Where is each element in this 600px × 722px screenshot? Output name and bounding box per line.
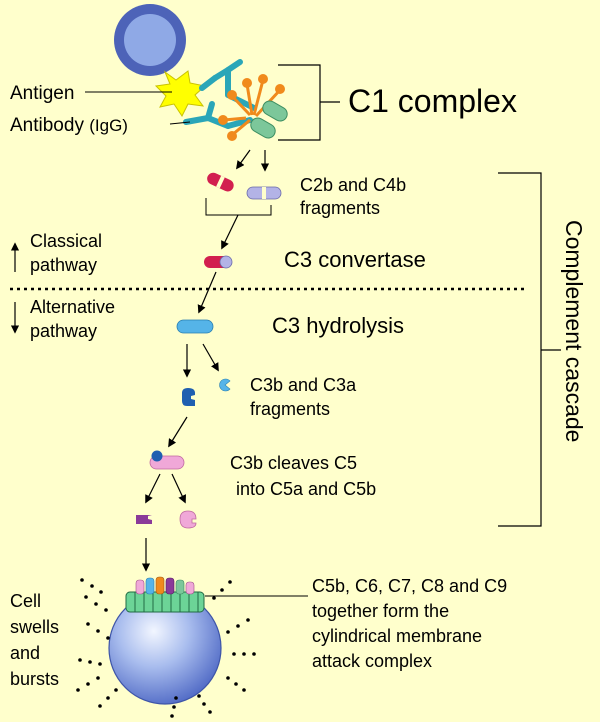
- c3b-cleaves-label-line1: C3b cleaves C5: [230, 453, 357, 473]
- fragments-join-bracket: [205, 198, 272, 216]
- c1-complex-molecule: [218, 74, 288, 141]
- arrow-to-c5a: [145, 473, 161, 504]
- arrow-convertase-to-c3: [197, 271, 217, 314]
- mac-label-line1: C5b, C6, C7, C8 and C9: [312, 576, 507, 596]
- antibody-leader-line: [169, 121, 191, 125]
- antigen-star: [154, 70, 207, 117]
- c5b-fragment: [179, 510, 197, 529]
- c3b-c5-complex: [149, 450, 185, 470]
- classical-pathway-label-line2: pathway: [30, 255, 97, 275]
- c5a-fragment: [136, 515, 152, 524]
- alternative-pathway-label-line2: pathway: [30, 321, 97, 341]
- c1-bracket: [278, 64, 340, 141]
- mac-label-line3: cylindrical membrane: [312, 626, 482, 646]
- c2b-c4b-label-line1: C2b and C4b: [300, 175, 406, 195]
- complement-cascade-bracket: [498, 172, 561, 527]
- c3-hydrolysis-label: C3 hydrolysis: [272, 313, 404, 338]
- antigen-label: Antigen: [10, 83, 74, 104]
- c1-complex-label: C1 complex: [348, 83, 517, 119]
- c3b-cleaves-label-line2: into C5a and C5b: [236, 479, 376, 499]
- cell-leakage-dots: [76, 578, 256, 718]
- cell-bursts-label-line1: Cell: [10, 591, 41, 611]
- c2b-fragment: [207, 172, 234, 192]
- c3-molecule: [176, 319, 214, 334]
- arrow-c1-to-c2b: [236, 149, 251, 170]
- arrow-c3b-to-complex: [168, 416, 188, 448]
- c3b-c3a-label-line2: fragments: [250, 399, 330, 419]
- c3a-fragment: [219, 378, 231, 392]
- bursting-cell: [108, 576, 222, 705]
- arrow-to-c5b: [171, 473, 186, 504]
- mac-label-line4: attack complex: [312, 651, 432, 671]
- c3-convertase-label: C3 convertase: [284, 247, 426, 272]
- classical-pathway-label-line1: Classical: [30, 231, 102, 251]
- mac-label-line2: together form the: [312, 601, 449, 621]
- c2b-c4b-label-line2: fragments: [300, 198, 380, 218]
- alternative-pathway-label-line1: Alternative: [30, 297, 115, 317]
- c3-convertase-molecule: [204, 255, 233, 269]
- membrane-attack-complex: [125, 576, 205, 613]
- arrow-c3-to-c3a: [202, 343, 219, 372]
- cell-bursts-label-line3: and: [10, 643, 40, 663]
- antibody-lower: [183, 101, 253, 129]
- cell-bursts-label-line2: swells: [10, 617, 59, 637]
- c4b-fragment: [246, 186, 282, 200]
- cell-bursts-label-line4: bursts: [10, 669, 59, 689]
- c3b-c3a-label-line1: C3b and C3a: [250, 375, 357, 395]
- c3b-fragment: [182, 388, 195, 406]
- complement-cascade-label: Complement cascade: [561, 220, 587, 442]
- antibody-label: Antibody (IgG): [10, 115, 128, 136]
- arrow-fragments-to-convertase: [221, 214, 239, 250]
- antigen-presenting-cell: [114, 4, 186, 76]
